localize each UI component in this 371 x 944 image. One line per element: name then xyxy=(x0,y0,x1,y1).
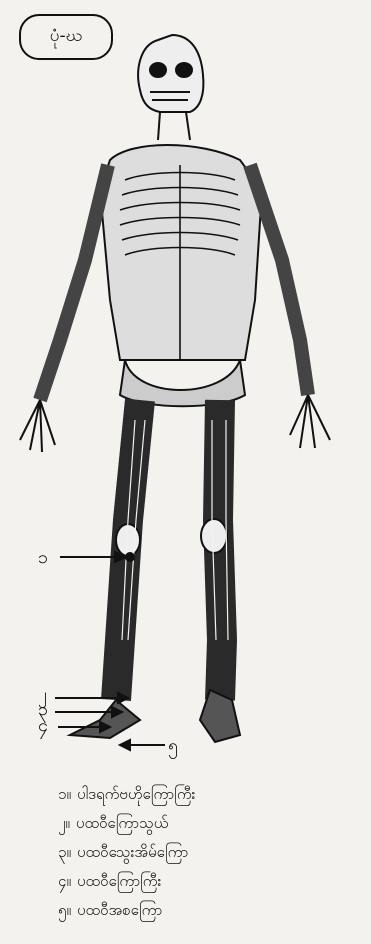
pelvis xyxy=(120,360,245,406)
arm-left xyxy=(40,165,108,400)
arm-right xyxy=(250,165,308,395)
legend-item: ၅။ ပထဝီအစကြော xyxy=(58,896,358,925)
callout-dot-1 xyxy=(126,553,134,561)
hand-right xyxy=(290,395,330,448)
legend-text: ပထဝီကြောသွယ် xyxy=(76,809,168,838)
legend-number: ၂။ xyxy=(58,809,70,838)
legend-text: ပါဒရက်ဗဟိုကြောကြီး xyxy=(77,780,195,809)
callout-label-5: ၅ xyxy=(168,735,178,759)
legend-number: ၄။ xyxy=(58,867,71,896)
legend-text: ပထဝီသွေးအိမ်ကြော xyxy=(77,838,189,867)
legend: ၁။ ပါဒရက်ဗဟိုကြောကြီး ၂။ ပထဝီကြောသွယ် ၃။… xyxy=(58,780,358,925)
hand-left xyxy=(20,400,55,452)
torso xyxy=(100,145,262,360)
neck xyxy=(158,112,190,140)
legend-item: ၁။ ပါဒရက်ဗဟိုကြောကြီး xyxy=(58,780,358,809)
callout-label-4: ၄ xyxy=(38,715,48,739)
legend-number: ၅။ xyxy=(58,896,71,925)
legend-number: ၃။ xyxy=(58,838,71,867)
legend-number: ၁။ xyxy=(58,780,71,809)
callout-arrowhead-5 xyxy=(120,740,130,750)
legend-item: ၂။ ပထဝီကြောသွယ် xyxy=(58,809,358,838)
foot-left xyxy=(70,700,140,738)
legend-text: ပထဝီကြောကြီး xyxy=(77,867,161,896)
knee-right xyxy=(201,519,227,553)
legend-item: ၄။ ပထဝီကြောကြီး xyxy=(58,867,358,896)
legend-item: ၃။ ပထဝီသွေးအိမ်ကြော xyxy=(58,838,358,867)
legend-text: ပထဝီအစကြော xyxy=(77,896,163,925)
eye-socket-left xyxy=(150,63,166,77)
callout-label-1: ၁ xyxy=(38,547,48,568)
eye-socket-right xyxy=(176,63,192,77)
